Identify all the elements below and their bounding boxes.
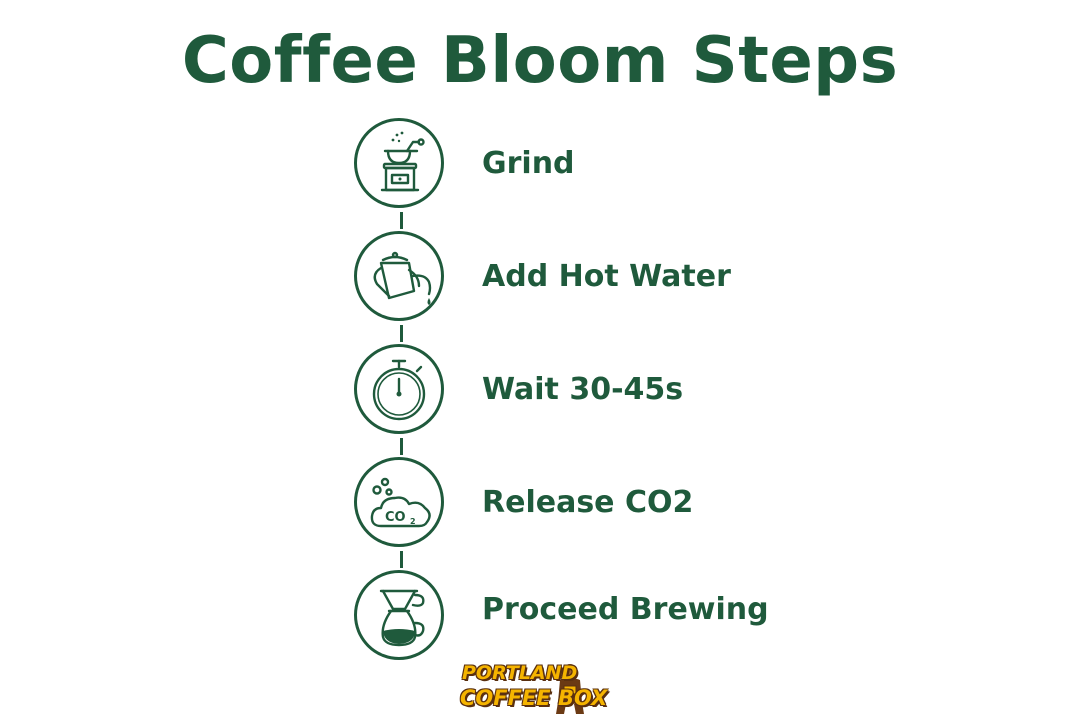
portland-coffee-box-logo: PORTLAND COFFEE BOX [452,660,628,716]
step-icon-circle-wait [354,344,444,434]
step-label-grind: Grind [482,146,575,181]
pour-over-brewer-icon [379,589,425,647]
step-label-add-hot-water: Add Hot Water [482,259,731,294]
page-title: Coffee Bloom Steps [181,24,899,98]
step-icon-circle-add-hot-water [354,231,444,321]
logo-text-line1: PORTLAND [462,662,578,684]
step-connector [400,551,403,568]
step-connector [400,325,403,342]
step-icon-circle-grind [354,118,444,208]
step-connector [400,438,403,455]
step-icon-circle-release-co2: CO 2 [354,457,444,547]
step-label-wait: Wait 30-45s [482,372,684,407]
kettle-pour-icon [373,251,432,305]
co2-text: CO [385,510,406,525]
co2-cloud-icon: CO 2 [370,477,431,528]
step-icon-circle-proceed-brewing [354,570,444,660]
step-connector [400,212,403,229]
stopwatch-icon [372,359,426,421]
bigfoot-mascot-icon [556,664,584,714]
logo-text-line2: COFFEE BOX [460,686,608,710]
step-label-release-co2: Release CO2 [482,485,694,520]
coffee-grinder-icon [380,131,425,192]
step-label-proceed-brewing: Proceed Brewing [482,592,769,627]
co2-subscript: 2 [410,517,416,526]
